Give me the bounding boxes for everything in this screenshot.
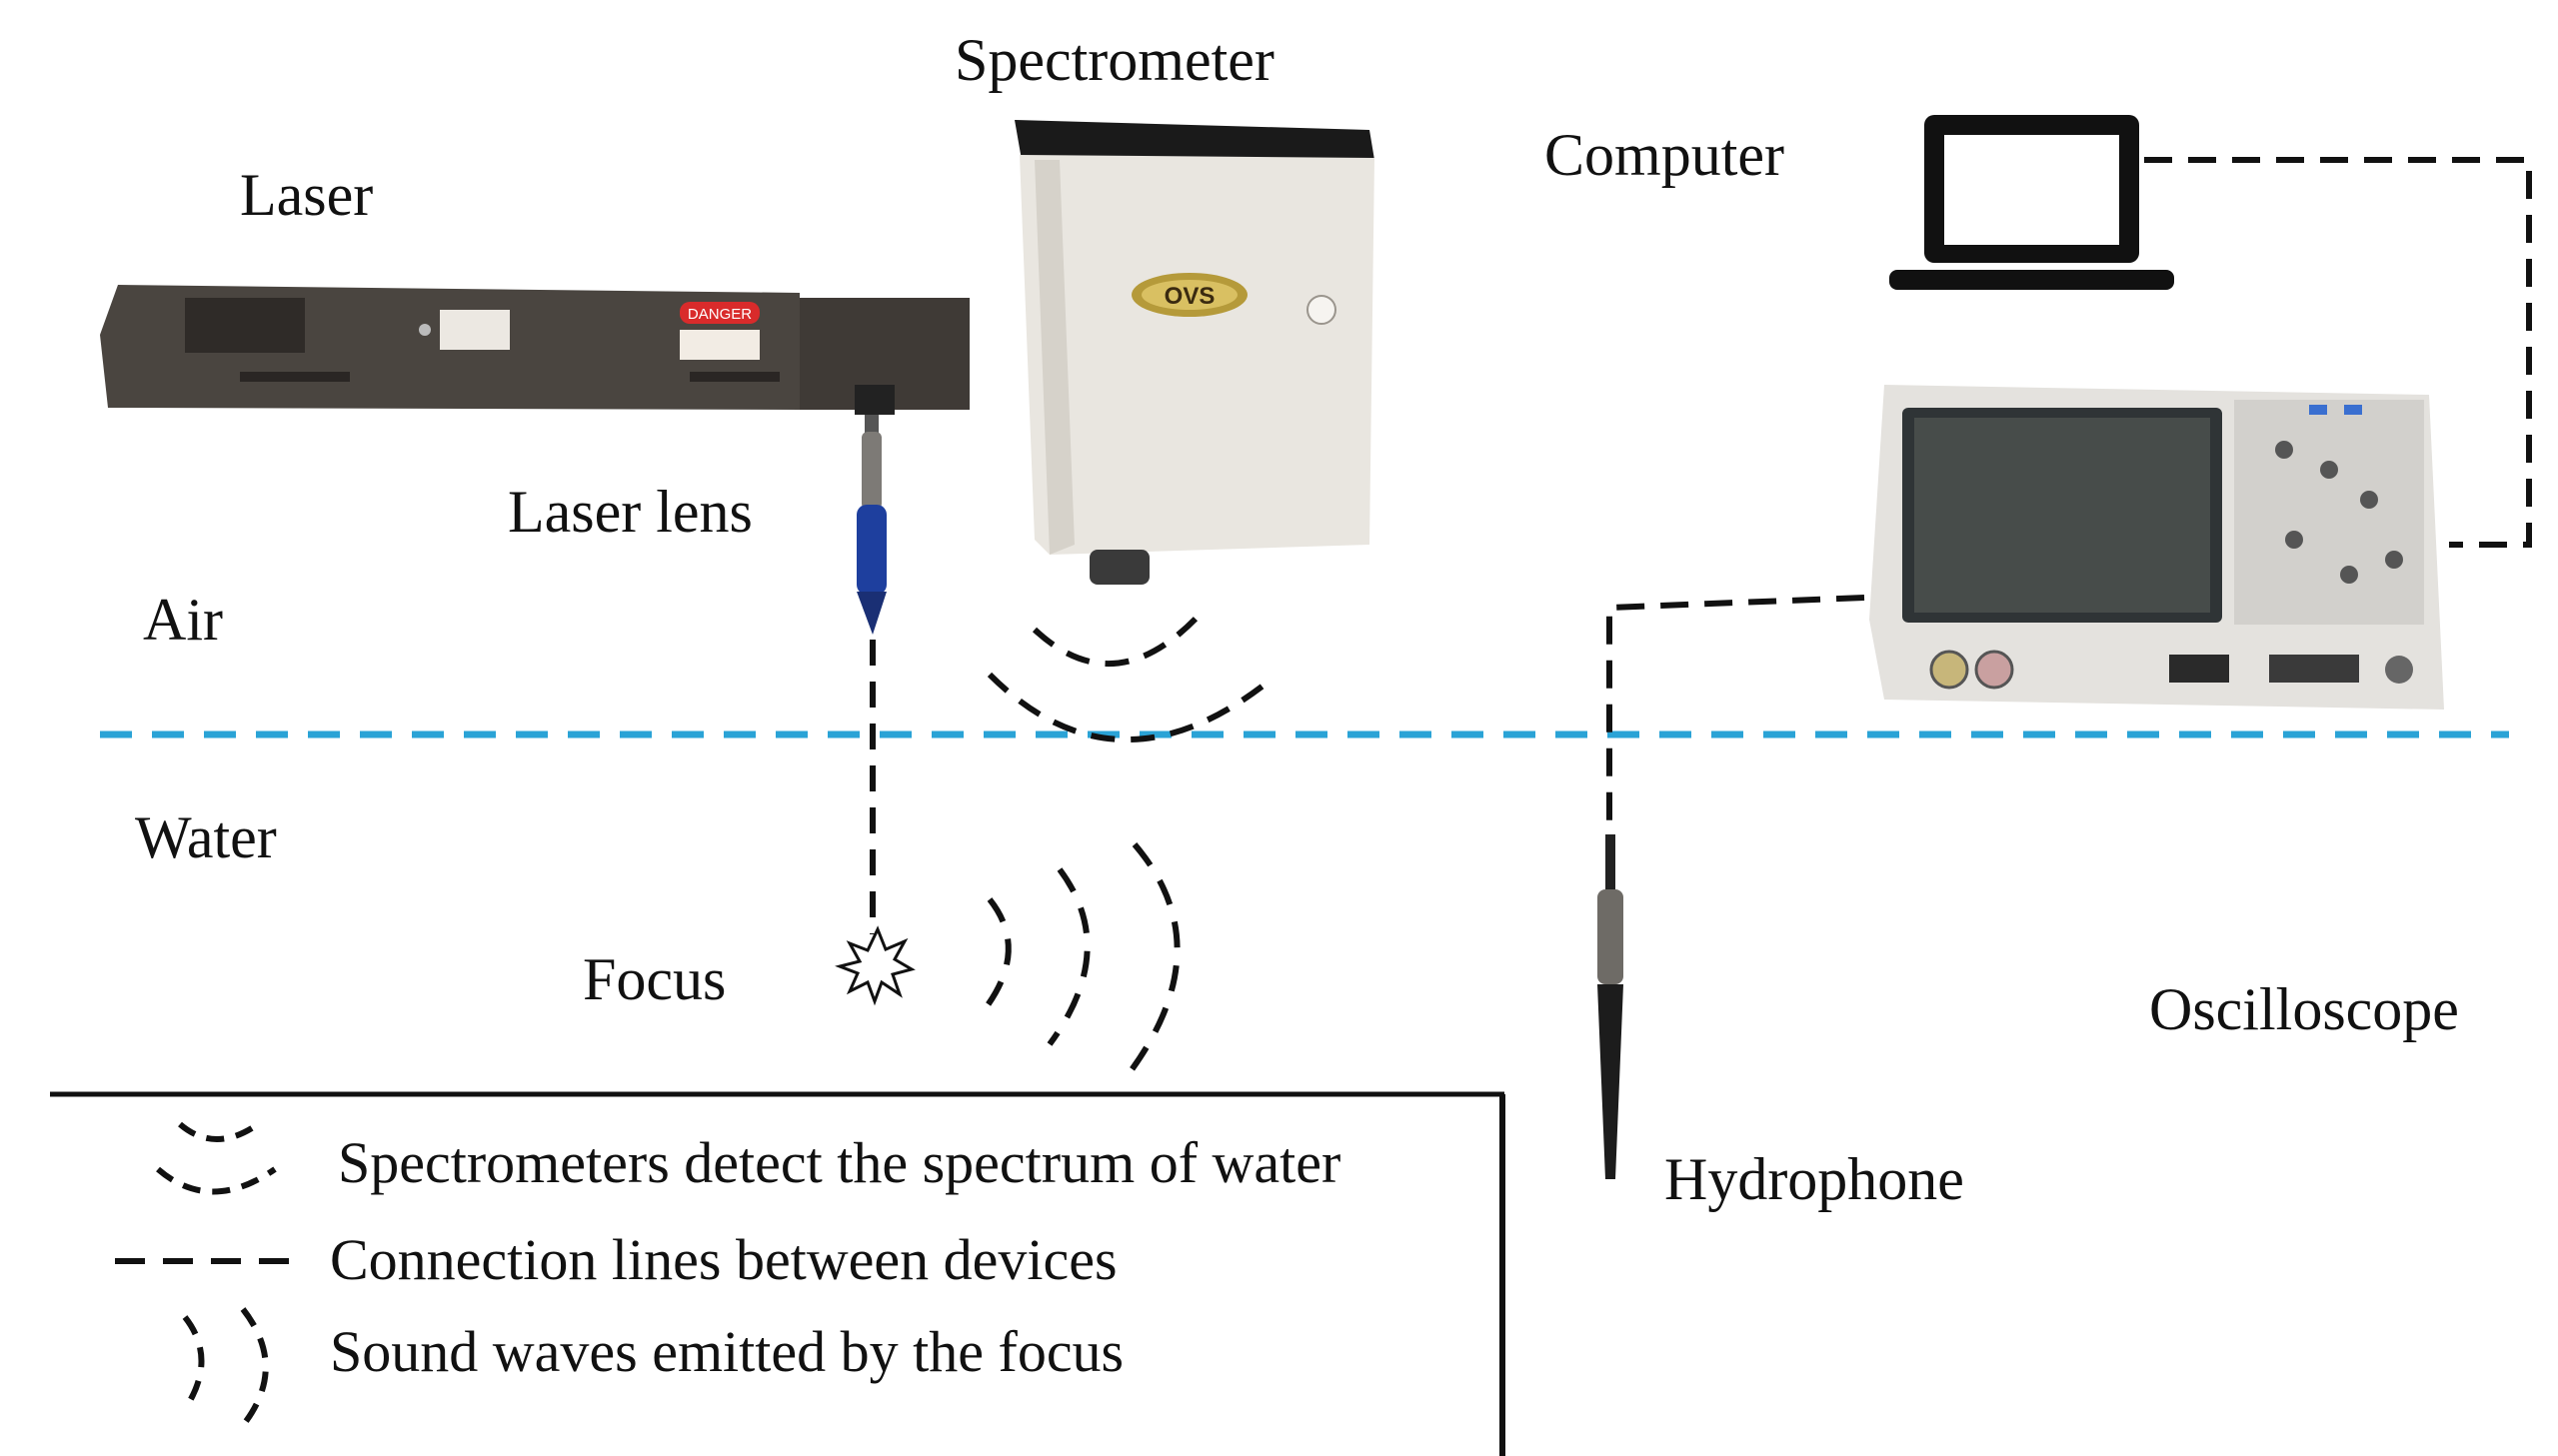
label-oscilloscope: Oscilloscope [2149, 976, 2459, 1042]
laptop-icon [1889, 115, 2174, 290]
label-laser-lens: Laser lens [508, 479, 753, 545]
spectrometer-device: OVS [1015, 120, 1374, 585]
label-focus: Focus [583, 946, 726, 1012]
laser-device: DANGER [100, 285, 970, 415]
focus-sound-waves [982, 842, 1181, 1081]
legend-box: Spectrometers detect the spectrum of wat… [50, 1091, 1505, 1456]
spectrometer-logo: OVS [1165, 283, 1216, 310]
oscilloscope-hydrophone-line [1606, 595, 1865, 839]
label-water: Water [135, 804, 277, 870]
legend-connection-label: Connection lines between devices [330, 1227, 1118, 1292]
oscilloscope-device [1869, 385, 2444, 710]
laser-lens [857, 415, 887, 635]
label-spectrometer: Spectrometer [955, 27, 1275, 93]
label-laser: Laser [240, 162, 373, 228]
legend-spectrum-label: Spectrometers detect the spectrum of wat… [338, 1130, 1340, 1195]
computer-oscilloscope-line [2144, 157, 2532, 548]
spectrum-detection-waves [987, 612, 1267, 743]
focus-spark-icon [835, 925, 916, 1006]
legend-sound-symbol-icon [182, 1307, 269, 1431]
hydrophone-device [1597, 834, 1623, 1179]
laser-warning-label: DANGER [688, 306, 752, 323]
legend-sound-label: Sound waves emitted by the focus [330, 1319, 1124, 1384]
label-air: Air [143, 587, 223, 653]
legend-spectrum-symbol-icon [156, 1121, 277, 1195]
label-computer: Computer [1544, 122, 1784, 188]
label-hydrophone: Hydrophone [1664, 1146, 1964, 1212]
